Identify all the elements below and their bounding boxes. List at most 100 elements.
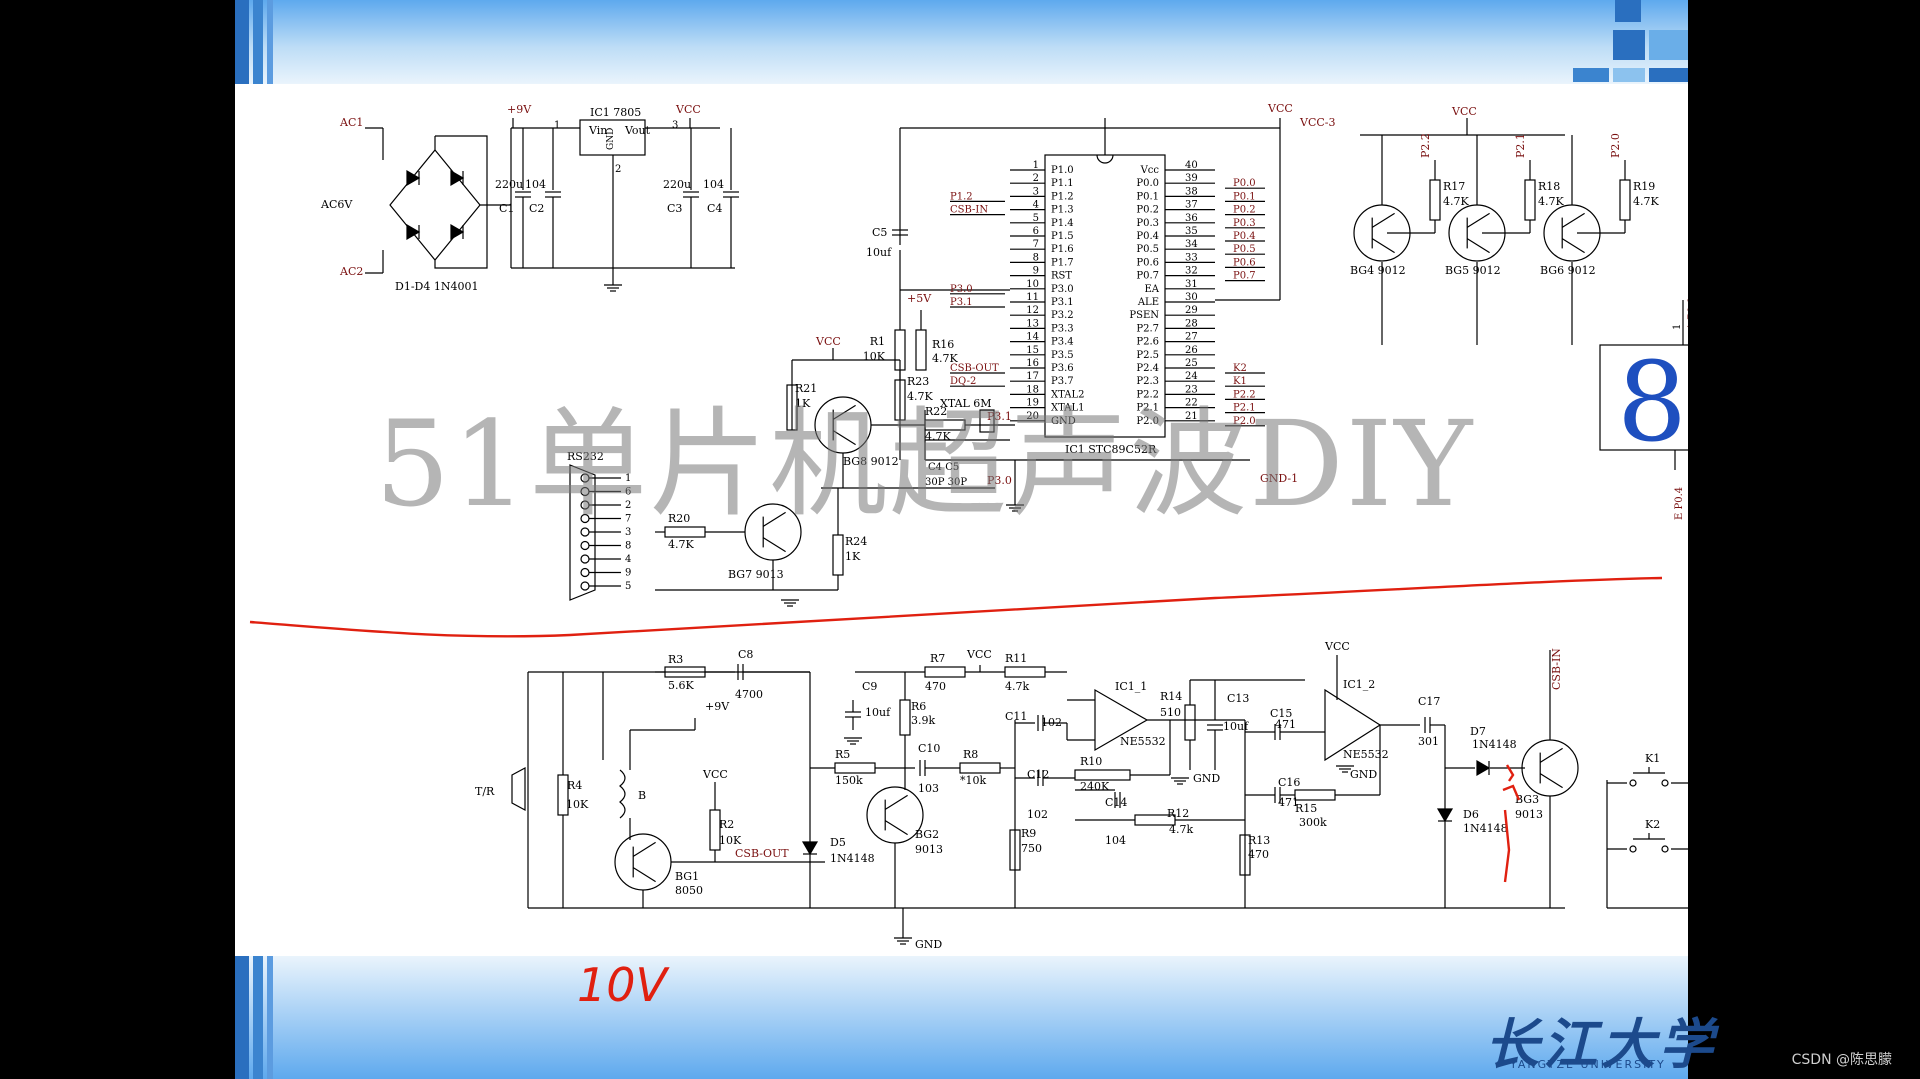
part-ref: C5 bbox=[872, 226, 887, 239]
net-label: K1 bbox=[1233, 376, 1247, 387]
part-ref: R3 bbox=[668, 653, 683, 666]
opamp-symbol bbox=[1094, 688, 1149, 752]
pin-number: 34 bbox=[1185, 239, 1198, 250]
part-ref: R16 bbox=[932, 338, 954, 351]
pin-name: P1.0 bbox=[1051, 165, 1074, 176]
annotation-mark bbox=[1502, 764, 1521, 883]
part-value: 102 bbox=[1041, 716, 1062, 729]
footer-stripe bbox=[235, 956, 249, 1079]
part-value: 471 bbox=[1278, 796, 1299, 809]
part-value: 1N4148 bbox=[1463, 822, 1508, 835]
rs232-pin bbox=[580, 540, 590, 551]
csdn-credit: CSDN @陈思朦 bbox=[1791, 1052, 1892, 1068]
part-ref: R9 bbox=[1021, 827, 1036, 840]
pin-number: 1 bbox=[554, 120, 560, 131]
pin-name: P1.1 bbox=[1051, 178, 1074, 189]
switch-contact bbox=[1661, 779, 1669, 787]
net-label: P3.0 bbox=[987, 474, 1012, 487]
pin-name: P3.2 bbox=[1051, 310, 1074, 321]
pin-number: 3 bbox=[672, 120, 678, 131]
rail-label: VCC bbox=[1324, 640, 1350, 653]
pin-name: P3.1 bbox=[1051, 297, 1074, 308]
diode-symbol bbox=[801, 841, 819, 856]
net-label: P2.0 bbox=[1233, 416, 1256, 427]
wire bbox=[832, 404, 856, 420]
part-value: 30P 30P bbox=[925, 477, 967, 488]
pin-number: 2 bbox=[1033, 173, 1039, 184]
rail-label: VCC bbox=[702, 768, 728, 781]
pin-number: 5 bbox=[625, 581, 631, 592]
rail-label: +9V bbox=[705, 700, 730, 713]
resistor-symbol bbox=[1009, 829, 1021, 871]
part-value: 4.7K bbox=[932, 352, 958, 365]
part-value: 4.7K bbox=[668, 538, 694, 551]
pin-name: P1.6 bbox=[1051, 244, 1074, 255]
part-value: 471 bbox=[1275, 718, 1296, 731]
diode-symbol bbox=[450, 223, 465, 241]
part-value: NE5532 bbox=[1120, 735, 1166, 748]
part-ref: K2 bbox=[1645, 818, 1660, 831]
part-value: 4.7K bbox=[1633, 195, 1659, 208]
pin-name: GND bbox=[1051, 416, 1076, 427]
part-value: 8050 bbox=[675, 884, 703, 897]
pin-number: 4 bbox=[1033, 200, 1039, 211]
net-label: AC6V bbox=[320, 198, 353, 211]
pin-number: 38 bbox=[1185, 186, 1198, 197]
pin-number: 22 bbox=[1185, 398, 1198, 409]
net-label: K2 bbox=[1233, 363, 1247, 374]
rail-label: +5V bbox=[907, 292, 932, 305]
pin-name: P0.2 bbox=[1136, 205, 1159, 216]
part-value: 220u bbox=[495, 178, 523, 191]
switch-contact bbox=[1629, 845, 1637, 853]
part-ref: R17 bbox=[1443, 180, 1465, 193]
part-value: 10uf bbox=[866, 246, 892, 259]
pin-number: 7 bbox=[1033, 239, 1039, 250]
pin-number: 14 bbox=[1026, 332, 1039, 343]
wire bbox=[1561, 212, 1585, 228]
pin-number: 8 bbox=[1033, 252, 1039, 263]
part-ref: R22 bbox=[925, 405, 947, 418]
university-logo-text: 长江大学 bbox=[1485, 1012, 1717, 1076]
part-ref: IC1_1 bbox=[1115, 680, 1147, 693]
resistor-symbol bbox=[1619, 179, 1631, 221]
annotation-divider bbox=[249, 576, 1663, 638]
pin-number: 5 bbox=[1033, 213, 1039, 224]
pin-name: XTAL2 bbox=[1051, 389, 1084, 400]
pin-label: Vin bbox=[588, 124, 607, 137]
part-value: 9013 bbox=[1515, 808, 1543, 821]
part-value: 104 bbox=[525, 178, 546, 191]
pin-name: P3.4 bbox=[1051, 337, 1074, 348]
pin-number: 29 bbox=[1185, 305, 1198, 316]
diode-symbol bbox=[450, 169, 465, 187]
pin-number: 19 bbox=[1026, 398, 1039, 409]
part-ref: C10 bbox=[918, 742, 940, 755]
rs232-connector bbox=[569, 464, 596, 601]
wire bbox=[1466, 238, 1490, 254]
net-label: P0.2 bbox=[1233, 205, 1256, 216]
wire bbox=[1561, 238, 1585, 254]
pin-name: P2.7 bbox=[1136, 323, 1159, 334]
wire bbox=[1371, 212, 1395, 228]
pin-number: 10 bbox=[1026, 279, 1039, 290]
diode-symbol bbox=[406, 169, 421, 187]
mcu-notch bbox=[1096, 154, 1114, 164]
part-value: 300k bbox=[1299, 816, 1327, 829]
part-label: RS232 bbox=[567, 450, 604, 463]
diode-symbol bbox=[406, 223, 421, 241]
pin-number: 21 bbox=[1185, 411, 1198, 422]
part-ref: C8 bbox=[738, 648, 753, 661]
net-label: GND-1 bbox=[1260, 472, 1298, 485]
part-ref: R15 bbox=[1295, 802, 1317, 815]
opamp-symbol bbox=[1324, 688, 1382, 762]
resistor-symbol bbox=[832, 534, 844, 576]
pin-number: 32 bbox=[1185, 266, 1198, 277]
resistor-symbol bbox=[894, 379, 906, 421]
pin-name: P1.4 bbox=[1051, 218, 1074, 229]
pin-number: 1 bbox=[625, 473, 631, 484]
pin-name: PSEN bbox=[1129, 310, 1159, 321]
part-ref: R6 bbox=[911, 700, 926, 713]
resistor-symbol bbox=[959, 762, 1001, 774]
pin-name: P2.1 bbox=[1136, 403, 1159, 414]
